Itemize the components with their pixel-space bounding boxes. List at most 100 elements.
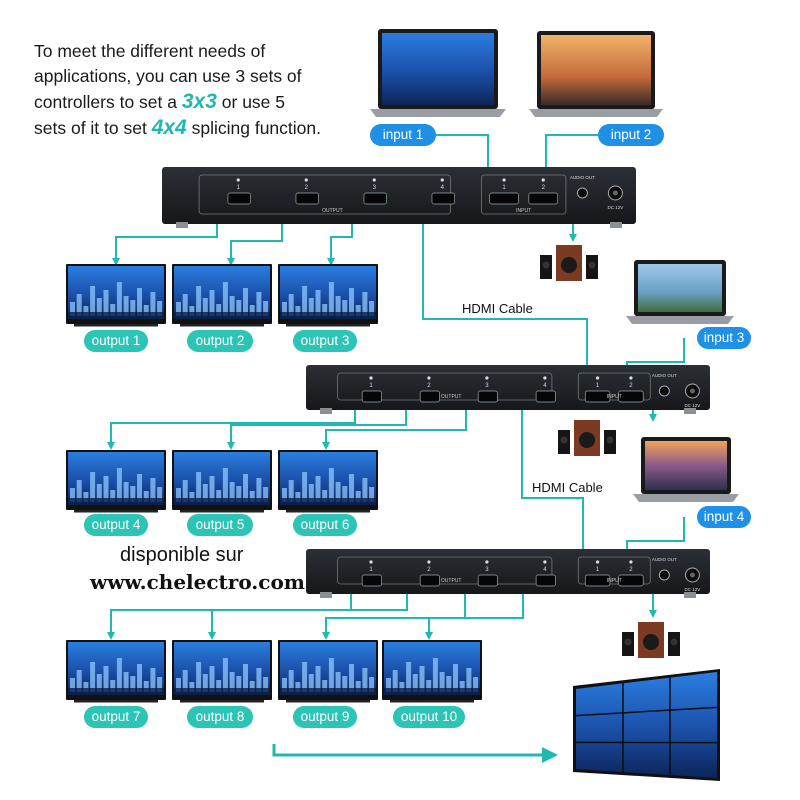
skyline-building	[243, 474, 248, 502]
skyline-building	[130, 676, 136, 692]
output-port-number: 2	[427, 567, 431, 573]
hdmi-output-port	[419, 390, 440, 403]
input-label: INPUT	[607, 578, 622, 584]
skyline-building	[315, 476, 321, 502]
skyline-building	[256, 668, 262, 692]
skyline-building	[349, 474, 354, 502]
output-port-number: 3	[373, 185, 377, 191]
skyline-ground	[68, 312, 164, 319]
promo-line-1: disponible sur	[120, 544, 244, 566]
output-port-number: 4	[543, 567, 547, 573]
skyline-building	[236, 486, 242, 502]
input-group-frame	[481, 174, 567, 215]
skyline-building	[453, 664, 458, 692]
port-led	[595, 560, 600, 564]
skyline-building	[157, 301, 163, 316]
promo-url: www.chelectro.com	[90, 570, 305, 594]
hdmi-input-port	[584, 574, 611, 587]
hdmi-cable-label-1: HDMI Cable	[462, 301, 533, 316]
audio-jack	[576, 187, 588, 199]
skyline-building	[143, 681, 149, 692]
laptop-base	[370, 109, 506, 117]
port-led	[485, 376, 489, 380]
skyline-ground	[280, 498, 376, 505]
hdmi-output-port	[227, 192, 251, 205]
speaker-cone	[670, 638, 678, 646]
monitor-screen	[174, 452, 270, 505]
skyline-building	[137, 288, 142, 316]
input-label: INPUT	[516, 208, 531, 214]
monitor-screen	[68, 452, 164, 505]
skyline-building	[236, 676, 242, 692]
skyline-building	[308, 674, 314, 692]
skyline-building	[202, 484, 208, 502]
skyline-building	[90, 286, 96, 316]
skyline-building	[123, 482, 129, 502]
input-laptops	[370, 29, 739, 502]
monitor-stand	[180, 324, 264, 327]
laptop-4	[633, 437, 739, 502]
skyline-building	[446, 676, 452, 692]
skyline-building	[176, 488, 181, 502]
skyline-building	[288, 294, 294, 316]
monitor-3	[278, 264, 378, 327]
skyline-building	[335, 296, 341, 316]
skyline-building	[263, 677, 269, 692]
wall-seam	[575, 706, 718, 717]
skyline-building	[202, 674, 208, 692]
laptop-screen	[645, 441, 727, 490]
skyline-building	[196, 472, 202, 502]
skyline-building	[328, 282, 334, 316]
output-port-number: 1	[369, 567, 373, 573]
output-port-number: 3	[485, 567, 489, 573]
audio-out-label: AUDIO OUT	[570, 175, 595, 180]
monitor-stand	[180, 510, 264, 513]
skyline-building	[116, 658, 122, 692]
skyline-building	[263, 487, 269, 502]
output-port-number: 3	[485, 383, 489, 389]
arrow-input-1	[436, 134, 492, 186]
input-port-number: 2	[629, 383, 633, 389]
skyline-building	[249, 305, 255, 316]
monitor-1	[66, 264, 166, 327]
skyline-building	[229, 672, 235, 692]
power-label: DC 12V	[608, 205, 624, 210]
output-port-number: 2	[305, 185, 309, 191]
hdmi-input-port	[528, 192, 559, 205]
skyline-building	[110, 490, 116, 502]
skyline-building	[369, 487, 375, 502]
hdmi-output-port	[535, 574, 556, 587]
skyline-building	[322, 304, 328, 316]
monitor-2	[172, 264, 272, 327]
skyline-building	[282, 302, 287, 316]
skyline-building	[315, 290, 321, 316]
skyline-building	[295, 306, 301, 316]
speaker-cone	[560, 436, 568, 444]
input-2-label: input 2	[598, 124, 664, 146]
video-wall-panel	[573, 669, 720, 781]
laptop-screen	[382, 33, 494, 105]
arrow-input-2	[542, 134, 598, 186]
port-led	[543, 376, 547, 380]
skyline-building	[355, 305, 361, 316]
skyline-building	[295, 682, 301, 692]
intro-line-3: controllers to set a 3x3 or use 5	[34, 89, 354, 115]
skyline-building	[243, 288, 248, 316]
skyline-building	[282, 678, 287, 692]
hdmi-output-port	[431, 192, 455, 205]
monitor-stand	[74, 510, 158, 513]
arrow-hdmi-cable-1	[422, 207, 591, 380]
port-led	[369, 376, 373, 380]
audio-jack	[658, 385, 670, 397]
skyline-building	[432, 658, 438, 692]
skyline-building	[256, 292, 262, 316]
audio-jack	[658, 569, 670, 581]
skyline-building	[308, 484, 314, 502]
skyline-building	[70, 678, 75, 692]
input-group-frame	[577, 556, 651, 585]
skyline-building	[103, 290, 109, 316]
arrow-output-4	[107, 398, 356, 450]
power-jack-pin	[689, 388, 695, 394]
output-port-number: 4	[441, 185, 445, 191]
